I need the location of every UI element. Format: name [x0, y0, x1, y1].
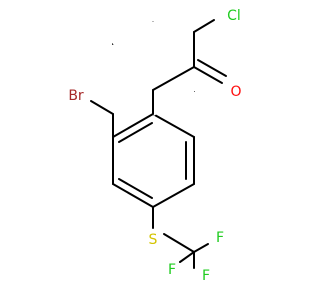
bond-ring-a4-a5 [112, 183, 154, 208]
bond-cf3-f-left [179, 251, 195, 263]
atom-cl: Cl [227, 8, 241, 24]
atom-s: S [149, 232, 158, 248]
atom-f-top: F [216, 230, 224, 246]
bond-ring-a4-a5-inner [118, 178, 153, 199]
bond-ring-a6-a1 [112, 113, 154, 138]
bond-ch2-br [90, 100, 114, 115]
bond-ring-a6-a1-inner [118, 122, 153, 143]
bond-s-cf3 [163, 233, 195, 253]
bond-c-o-2 [197, 59, 227, 77]
atom-br: Br [68, 88, 84, 104]
molecule-structure: Cl O Br S F F F [68, 8, 242, 284]
atom-o: O [230, 84, 241, 100]
bond-ch2-carbonyl [152, 66, 195, 91]
bond-ch2-cl [193, 19, 215, 33]
molecule-svg: Cl O Br S F F F [68, 8, 241, 284]
bond-ring-a3-a4 [152, 183, 195, 208]
atom-f-left: F [168, 262, 176, 278]
bond-cf3-f-top [193, 243, 209, 253]
side-chain-bonds [90, 19, 227, 269]
atom-f-bottom: F [202, 268, 210, 284]
bond-ring-a1-a2 [152, 113, 195, 138]
bond-c-o-1 [193, 66, 223, 84]
